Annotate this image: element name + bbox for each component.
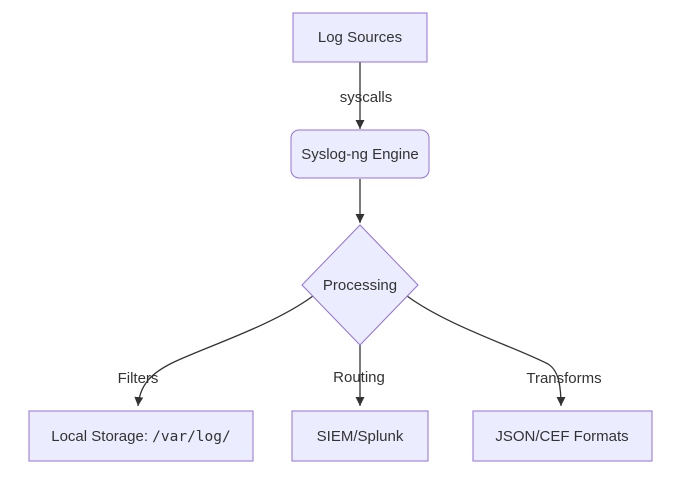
local-storage-box	[28, 410, 254, 462]
syslog-engine-box	[290, 129, 430, 179]
syslog-engine-label: Syslog-ng Engine	[301, 146, 419, 163]
json-cef-box	[472, 410, 653, 462]
edge-label-filters: Filters	[118, 370, 159, 387]
siem-splunk-box	[291, 410, 429, 462]
log-sources-label: Log Sources	[318, 29, 402, 46]
node-log-sources: Log Sources	[292, 12, 428, 63]
edge-line-transforms	[406, 295, 566, 407]
edge-line-filters	[134, 295, 314, 407]
node-siem-splunk: SIEM/Splunk	[291, 410, 429, 462]
json-cef-label: JSON/CEF Formats	[495, 428, 628, 445]
node-json-cef: JSON/CEF Formats	[472, 410, 653, 462]
edge-label-transforms: Transforms	[526, 370, 601, 387]
log-sources-box	[292, 12, 428, 63]
node-syslog-engine: Syslog-ng Engine	[290, 129, 430, 179]
local-storage-label-text: Local Storage:	[51, 428, 152, 445]
node-local-storage: Local Storage: /var/log/	[28, 410, 254, 462]
edge-processing-to-local-storage	[134, 295, 314, 407]
node-processing: Processing	[301, 224, 419, 346]
local-storage-label-path: /var/log/	[152, 429, 231, 445]
processing-label: Processing	[323, 277, 397, 294]
siem-splunk-label: SIEM/Splunk	[317, 428, 404, 445]
edge-label-syscalls: syscalls	[340, 89, 393, 106]
edge-label-routing: Routing	[333, 369, 385, 386]
processing-diamond	[301, 224, 419, 346]
local-storage-label: Local Storage: /var/log/	[51, 428, 230, 445]
edge-processing-to-json-cef	[406, 295, 566, 407]
